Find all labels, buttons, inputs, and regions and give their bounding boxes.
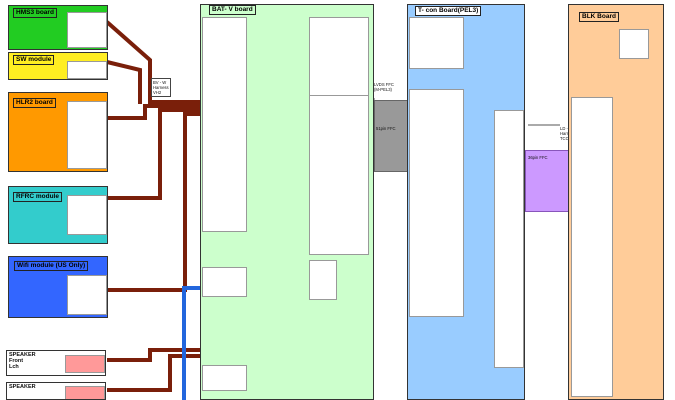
rfrc-title: RFRC module [13, 192, 62, 202]
blk-title: BLK Board [579, 12, 619, 22]
bat-pin-col-left [202, 17, 247, 232]
hlr2-pin-list [67, 101, 107, 169]
wire-sw-bat [106, 60, 142, 104]
wire-hms3-bat [105, 20, 200, 104]
blk-board [568, 4, 664, 400]
bat-pin-col-bottom [202, 365, 247, 391]
rfrc-pin-list [67, 195, 107, 235]
wifi-title: Wifi module (US Only) [14, 261, 89, 271]
bat-pin-col-right [309, 17, 369, 97]
speaker-pin-list [65, 355, 105, 373]
wire-blue-bat [182, 286, 200, 400]
bat-pin-col-right-2 [309, 95, 369, 255]
tcon-board [407, 4, 525, 400]
speaker2-title: SPEAKER [9, 384, 36, 390]
wire-hlr2-bat [107, 104, 200, 120]
hms3-pin-list [67, 12, 107, 48]
ffc-36pin: 36pin FFC [525, 150, 569, 212]
ffc-51pin: 51pin FFC [374, 100, 408, 172]
wifi-pin-list [67, 275, 107, 315]
tcon-pin-col-right [494, 110, 524, 368]
lvds-label: LVDS FFC (M-PEL3) [374, 82, 394, 92]
sw-title: SW module [13, 55, 55, 65]
bat-pin-col-right-3 [309, 260, 337, 300]
harness-label: BV - W Harness VH2 [151, 78, 171, 97]
bat-pin-col-lower [202, 267, 247, 297]
blk-pin-col-top [619, 29, 649, 59]
bat-v-board [200, 4, 374, 400]
sw-pin-list [67, 61, 107, 79]
speaker-title: SPEAKER Front Lch [9, 352, 36, 370]
speaker2-pin-list [65, 386, 105, 399]
wire-rfrc-bat [107, 108, 200, 200]
hms3-title: HMS3 board [13, 8, 57, 18]
tcon-title: T- con Board(PEL3) [415, 6, 482, 16]
wire-wifi-bat [107, 112, 200, 292]
tcon-pin-col-left-2 [409, 89, 464, 317]
speaker-front-lch [6, 350, 106, 376]
tcon-pin-col-left [409, 17, 464, 69]
bat-title: BAT- V board [209, 5, 256, 15]
hlr2-title: HLR2 board [13, 98, 56, 108]
sw-module [8, 52, 108, 80]
blk-pin-col-main [571, 97, 613, 397]
wire-speaker-bat [107, 348, 200, 362]
ffc-36pin-label: 36pin FFC [528, 155, 548, 160]
ffc-51pin-label: 51pin FFC [376, 126, 396, 131]
speaker-2 [6, 382, 106, 400]
